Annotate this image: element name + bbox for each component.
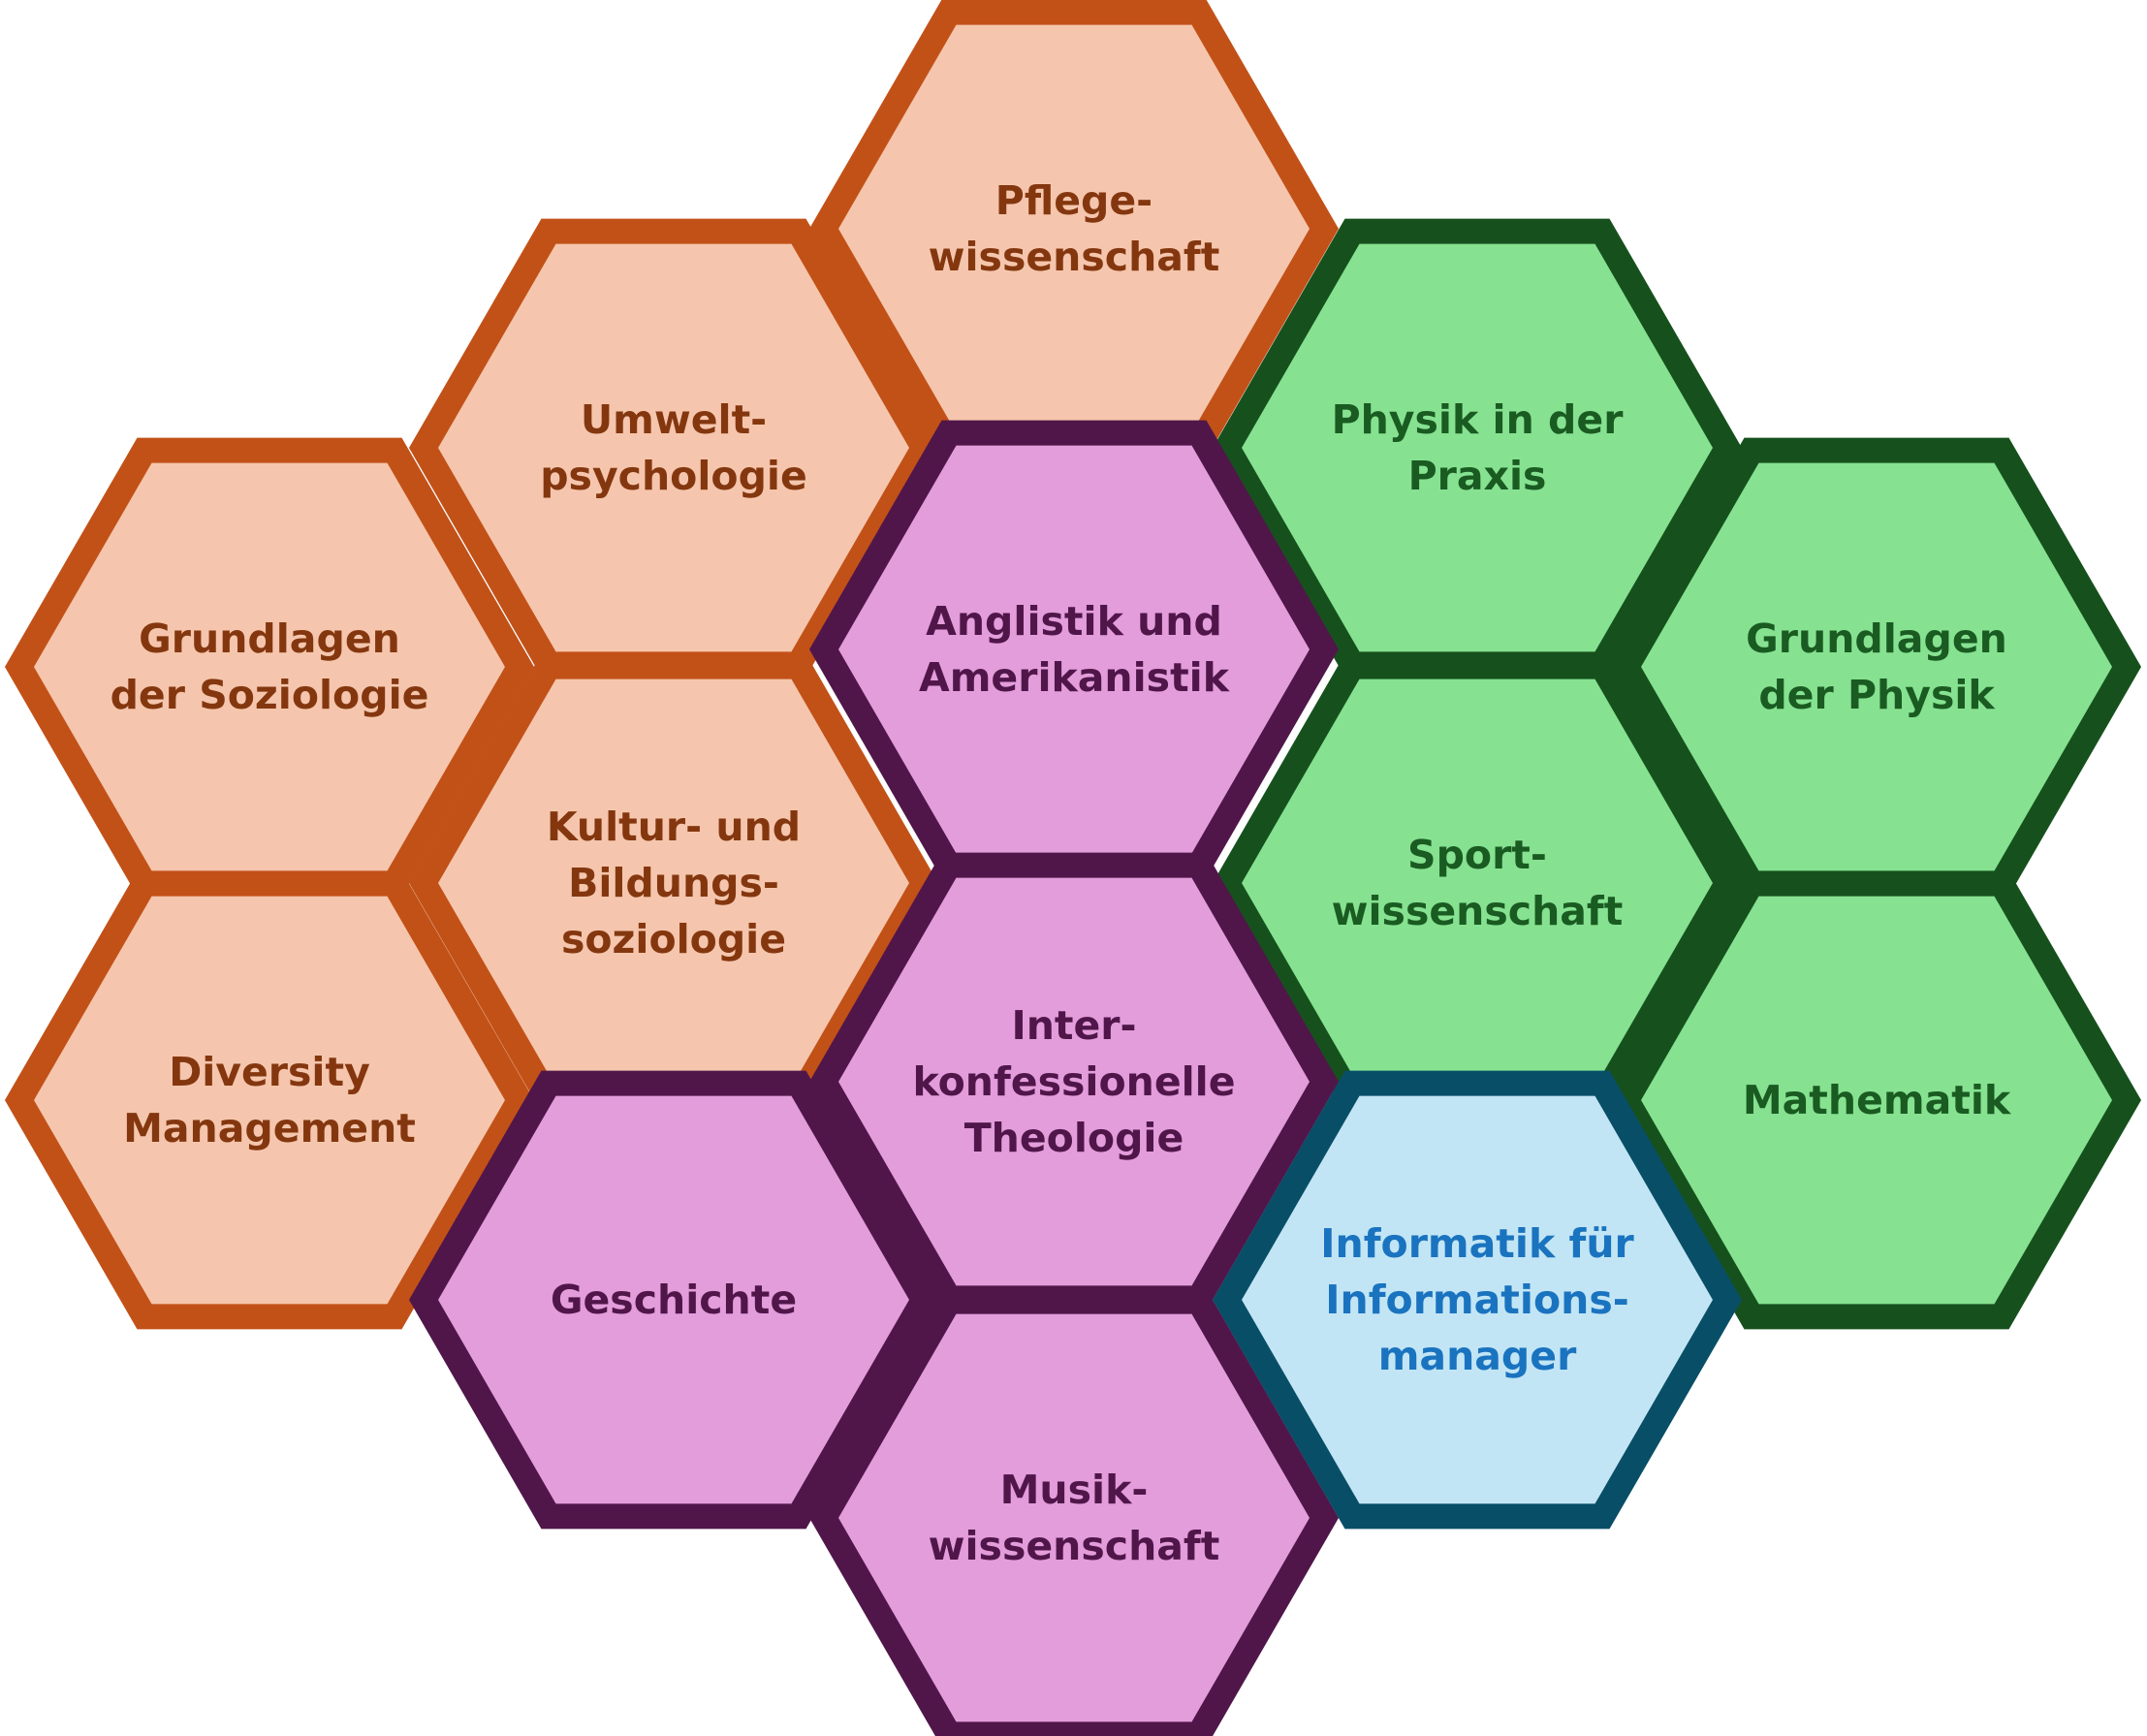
- hexagon-label-line: Anglistik und: [926, 598, 1222, 645]
- hexagon-label-line: Informations-: [1325, 1277, 1629, 1323]
- hexagon-shape: [1212, 1070, 1743, 1530]
- hexagon-label-line: Umwelt-: [581, 396, 767, 443]
- hexagon-label-line: Management: [123, 1105, 416, 1152]
- hexagon-label-line: manager: [1378, 1333, 1577, 1379]
- hexagon-label-line: Informatik für: [1320, 1220, 1634, 1267]
- hexagon-label-line: der Physik: [1758, 672, 1996, 718]
- hexagon-shape: [808, 420, 1340, 879]
- hexagon-label-line: Diversity: [169, 1049, 370, 1095]
- hexagon-shape: [808, 1288, 1340, 1736]
- hexagon-label-line: wissenschaft: [929, 1523, 1220, 1569]
- hexagon-label-line: soziologie: [561, 916, 786, 963]
- hexagon-label-line: wissenschaft: [1332, 888, 1624, 934]
- hexagon-label-line: Inter-: [1011, 1002, 1136, 1049]
- hexagon-label-line: Geschichte: [551, 1277, 797, 1323]
- hexagon-grundlagen-soziologie: Grundlagen der Soziologie: [4, 437, 535, 897]
- hexagon-shape: [1611, 870, 2142, 1330]
- hexagon-label-line: Kultur- und: [547, 804, 801, 850]
- hexagon-grundlagen-physik: Grundlagen der Physik: [1611, 437, 2142, 897]
- hexagon-label-line: psychologie: [540, 453, 807, 499]
- hexagon-label-line: Bildungs-: [568, 860, 779, 906]
- hexagon-label-line: der Soziologie: [111, 672, 429, 718]
- hexagon-label-line: Praxis: [1408, 453, 1547, 499]
- hexagon-shape: [4, 870, 535, 1330]
- hexagon-label-line: Musik-: [1000, 1467, 1149, 1513]
- hexagon-label-line: Theologie: [964, 1115, 1184, 1161]
- hexagon-shape: [4, 437, 535, 897]
- hexagon-label-line: Grundlagen: [139, 615, 400, 662]
- hexagon-label-line: wissenschaft: [929, 234, 1220, 280]
- hexagon-label-line: Grundlagen: [1746, 615, 2007, 662]
- hexagon-label-line: Physik in der: [1332, 396, 1625, 443]
- hexagon-label-line: Mathematik: [1743, 1077, 2012, 1123]
- hexagon-label-line: Pflege-: [995, 177, 1152, 224]
- hexagon-label-line: konfessionelle: [912, 1058, 1235, 1105]
- hexagon-label-line: Sport-: [1407, 832, 1547, 878]
- hexagon-mathematik: Mathematik: [1611, 870, 2142, 1330]
- hexagon-musikwissenschaft: Musik-wissenschaft: [808, 1288, 1340, 1736]
- hexagon-shape: [408, 1070, 939, 1530]
- hexagon-label-line: Amerikanistik: [919, 654, 1231, 701]
- hexagon-geschichte: Geschichte: [408, 1070, 939, 1530]
